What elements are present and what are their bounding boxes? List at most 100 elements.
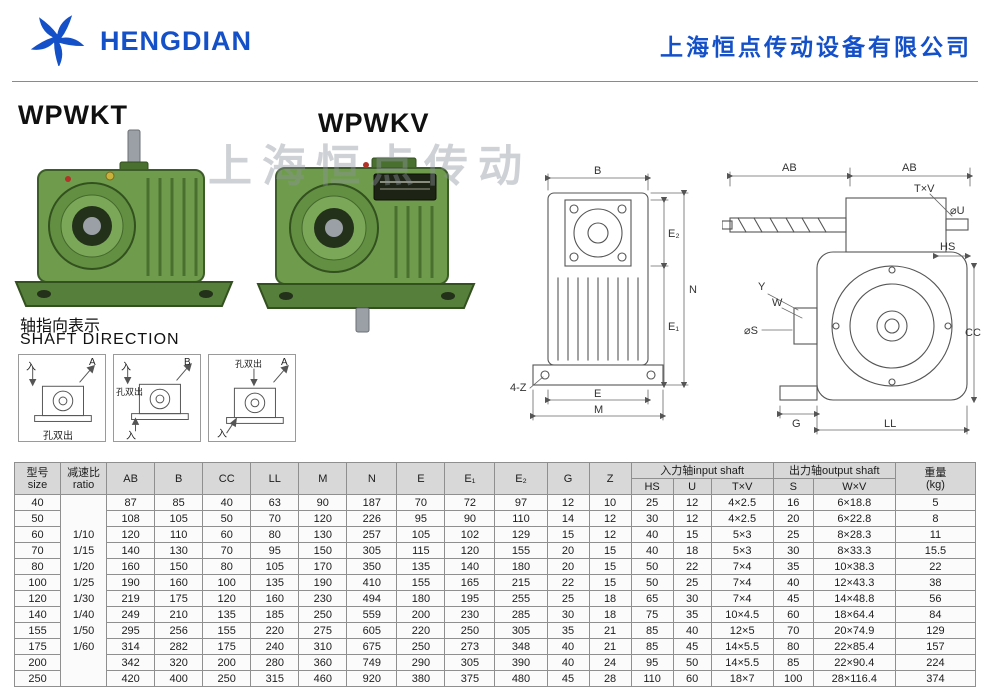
spec-cell: 45: [772, 590, 814, 607]
spec-cell: 70: [250, 510, 300, 527]
sd2-in2-label: 入: [126, 431, 136, 442]
spec-cell: 160: [250, 590, 300, 607]
spec-cell-size: 80: [13, 558, 62, 575]
spec-cell: 108: [106, 510, 156, 527]
col-header-size: 型号 size: [13, 462, 62, 495]
dim-label-txv: T×V: [914, 183, 935, 195]
spec-cell: 28×116.4: [812, 670, 896, 687]
spec-cell: 314: [106, 638, 156, 655]
spec-cell: 110: [154, 526, 204, 543]
spec-cell: 40: [202, 494, 252, 511]
sd3-out-label: 孔双出: [235, 359, 263, 369]
spec-cell-size: 120: [13, 590, 62, 607]
spec-cell: 150: [154, 558, 204, 575]
spec-cell: 12: [672, 494, 712, 511]
spec-cell: 350: [346, 558, 398, 575]
sd2-out-label: 孔双出: [116, 387, 144, 397]
spec-cell: 15: [588, 542, 632, 559]
spec-cell: 140: [106, 542, 156, 559]
spec-cell: 11: [894, 526, 977, 543]
spec-cell: 25: [672, 574, 712, 591]
spec-cell: 28: [588, 670, 632, 687]
spec-cell: 305: [494, 622, 548, 639]
spec-cell: 348: [494, 638, 548, 655]
spec-cell: 60: [672, 670, 712, 687]
spec-cell: 50: [630, 574, 674, 591]
spec-cell: 219: [106, 590, 156, 607]
spec-cell: 85: [630, 638, 674, 655]
spec-cell: 342: [106, 654, 156, 671]
spec-cell: 290: [396, 654, 446, 671]
spec-cell: 226: [346, 510, 398, 527]
spec-cell: 420: [106, 670, 156, 687]
spec-cell: 18: [588, 606, 632, 623]
dim-label-e2: E₂: [668, 228, 680, 240]
spec-cell: 20: [546, 542, 590, 559]
ratio-value: 1/60: [72, 640, 95, 653]
spec-cell: 8×33.3: [812, 542, 896, 559]
spec-cell: 35: [546, 622, 590, 639]
spec-cell: 390: [494, 654, 548, 671]
dim-label-s: ⌀S: [744, 325, 758, 337]
sd1-out-label: 孔双出: [43, 431, 73, 442]
product-photo-wpwkv: [256, 157, 476, 333]
col-header-cc: CC: [202, 462, 252, 495]
spec-cell: 90: [298, 494, 348, 511]
dim-label-4z: 4-Z: [510, 382, 527, 394]
spec-cell: 38: [894, 574, 977, 591]
spec-cell: 14×5.5: [710, 654, 774, 671]
spec-cell: 60: [772, 606, 814, 623]
spec-cell: 249: [106, 606, 156, 623]
side-view-drawing: AB AB T×V ⌀U HS CC Y W ⌀S G LL: [722, 162, 981, 435]
spec-cell: 25: [772, 526, 814, 543]
spec-cell: 80: [202, 558, 252, 575]
col-header-n: N: [346, 462, 398, 495]
spec-cell: 21: [588, 638, 632, 655]
brand-name: HENGDIAN: [100, 26, 253, 56]
spec-cell: 220: [250, 622, 300, 639]
spec-cell: 10×38.3: [812, 558, 896, 575]
spec-cell: 257: [346, 526, 398, 543]
spec-cell: 14×5.5: [710, 638, 774, 655]
spec-cell: 310: [298, 638, 348, 655]
spec-cell: 130: [154, 542, 204, 559]
spec-cell: 250: [298, 606, 348, 623]
sd1-corner-label: A: [89, 357, 96, 368]
spec-cell: 180: [494, 558, 548, 575]
hengdian-logo-icon: [30, 15, 85, 66]
spec-cell: 87: [106, 494, 156, 511]
spec-cell: 320: [154, 654, 204, 671]
col-header-ratio: 减速比 ratio: [60, 462, 108, 495]
company-name: 上海恒点传动设备有限公司: [660, 34, 972, 60]
col-header-weight-cn: 重量: [924, 466, 947, 479]
ratio-value: 1/50: [72, 624, 95, 637]
ratio-value: 1/20: [72, 560, 95, 573]
spec-cell: 180: [396, 590, 446, 607]
spec-cell: 280: [250, 654, 300, 671]
spec-cell: 5×3: [710, 542, 774, 559]
spec-cell: 8×28.3: [812, 526, 896, 543]
dim-label-w: W: [772, 297, 783, 309]
spec-cell: 85: [772, 654, 814, 671]
shaft-schematic-icon: [28, 365, 95, 422]
spec-cell: 559: [346, 606, 398, 623]
spec-cell: 157: [894, 638, 977, 655]
shaft-direction-diagrams: 入 A 孔双出 入 B 孔双出 入: [18, 354, 296, 442]
spec-cell: 15.5: [894, 542, 977, 559]
product-photo-wpwkt: [14, 129, 234, 307]
spec-cell: 72: [444, 494, 496, 511]
spec-cell: 410: [346, 574, 398, 591]
spec-cell: 95: [630, 654, 674, 671]
spec-cell: 7×4: [710, 558, 774, 575]
col-header-e2: E₂: [494, 462, 548, 495]
spec-cell: 35: [672, 606, 712, 623]
spec-cell: 200: [202, 654, 252, 671]
